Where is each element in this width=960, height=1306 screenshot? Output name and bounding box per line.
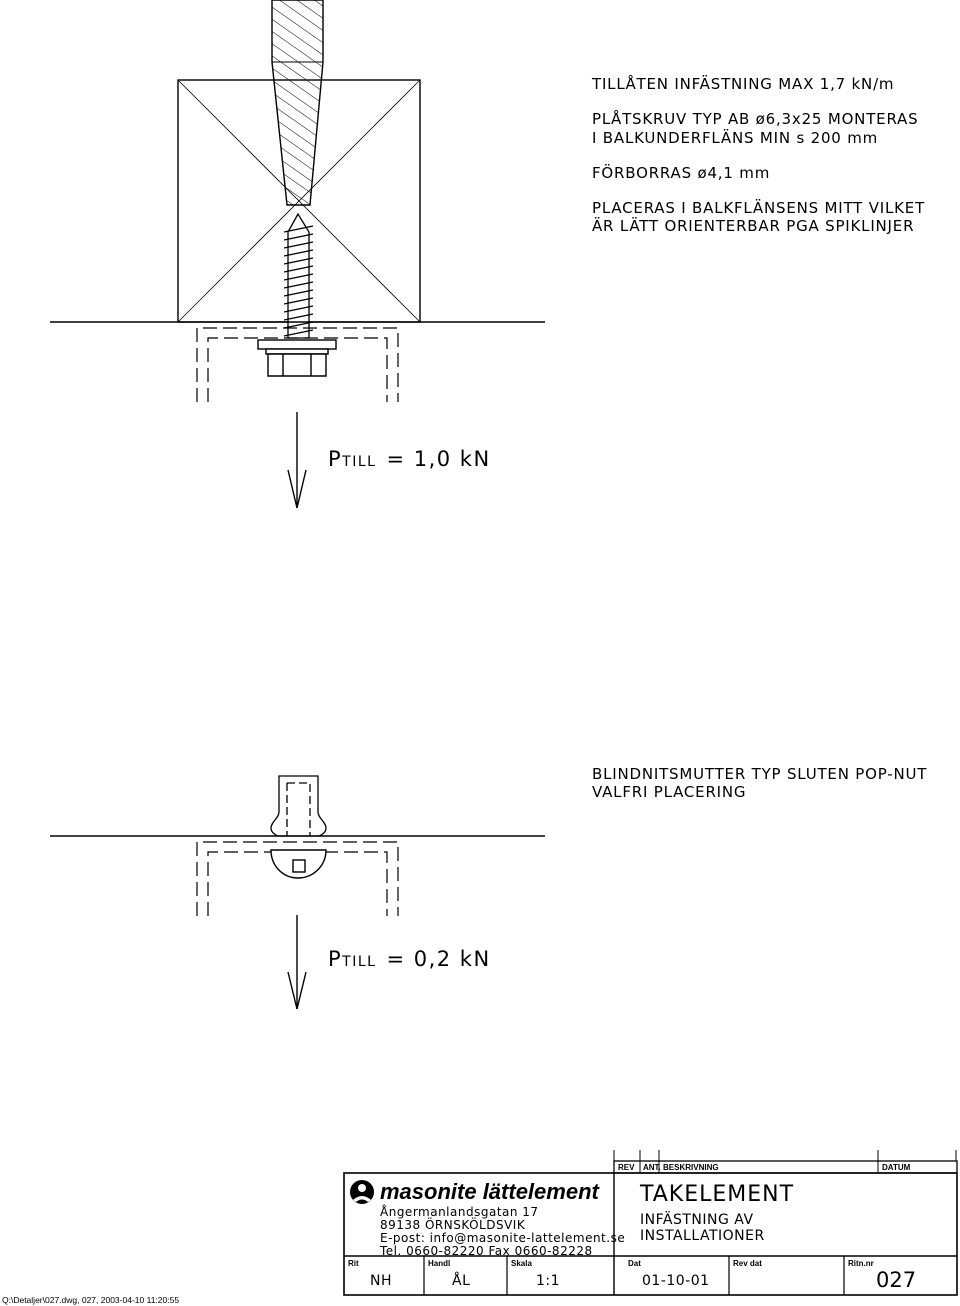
drawing-title: TAKELEMENT	[639, 1182, 794, 1207]
company-address-2: 89138 ÖRNSKÖLDSVIK	[380, 1216, 526, 1232]
steel-profile-upper	[196, 327, 399, 402]
load-arrow-2	[287, 915, 307, 1010]
note-line-1: TILLÅTEN INFÄSTNING MAX 1,7 kN/m	[591, 74, 894, 93]
tb-ritnr-value: 027	[876, 1268, 916, 1292]
tb-rit-value: NH	[370, 1273, 392, 1289]
load-arrow-1	[287, 412, 307, 509]
company-email: E-post: info@masonite-lattelement.se	[380, 1231, 625, 1245]
pop-nut-body	[270, 775, 327, 837]
note-line-6: ÄR LÄTT ORIENTERBAR PGA SPIKLINJER	[592, 216, 914, 235]
company-logo: masonite lättelement	[350, 1179, 601, 1204]
drawing-subtitle-1: INFÄSTNING AV	[640, 1210, 754, 1228]
note2-line-2: VALFRI PLACERING	[592, 783, 746, 801]
note-line-4: FÖRBORRAS ø4,1 mm	[592, 163, 770, 182]
title-block	[343, 1150, 958, 1296]
hex-head	[257, 339, 337, 377]
tb-rev-header: REV	[618, 1163, 635, 1172]
note-line-2: PLÅTSKRUV TYP AB ø6,3x25 MONTERAS	[592, 109, 918, 128]
notes-upper: TILLÅTEN INFÄSTNING MAX 1,7 kN/m PLÅTSKR…	[591, 74, 925, 235]
load-label-2: PTILL= 0,2 kN	[328, 947, 491, 971]
tb-handl-label: Handl	[428, 1259, 450, 1268]
company-address-1: Ångermanlandsgatan 17	[380, 1204, 539, 1219]
tb-skala-label: Skala	[511, 1259, 532, 1268]
screw-shank	[271, 0, 324, 206]
tb-rit-label: Rit	[348, 1259, 359, 1268]
drawing-subtitle-2: INSTALLATIONER	[640, 1228, 765, 1244]
note-line-3: I BALKUNDERFLÄNS MIN s 200 mm	[592, 128, 878, 147]
file-path: Q:\Detaljer\027.dwg, 027, 2003-04-10 11:…	[2, 1295, 179, 1305]
tb-datum-header: DATUM	[882, 1163, 911, 1172]
tb-dat-label: Dat	[628, 1259, 641, 1268]
tb-beskrivning-header: BESKRIVNING	[663, 1163, 719, 1172]
notes-lower: BLINDNITSMUTTER TYP SLUTEN POP-NUT VALFR…	[592, 765, 927, 801]
tb-skala-value: 1:1	[536, 1273, 560, 1289]
tb-ritnr-label: Ritn.nr	[848, 1259, 874, 1268]
pop-nut-head	[270, 849, 327, 879]
company-name: masonite lättelement	[380, 1179, 601, 1204]
tb-handl-value: ÅL	[452, 1272, 470, 1289]
company-phone: Tel. 0660-82220 Fax 0660-82228	[379, 1244, 593, 1258]
load-label-1: PTILL= 1,0 kN	[328, 447, 491, 471]
note2-line-1: BLINDNITSMUTTER TYP SLUTEN POP-NUT	[592, 765, 927, 783]
screw-thread	[283, 212, 314, 339]
tb-revdat-label: Rev dat	[733, 1259, 762, 1268]
tb-dat-value: 01-10-01	[642, 1273, 710, 1289]
tb-ant-header: ANT.	[643, 1163, 661, 1172]
note-line-5: PLACERAS I BALKFLÄNSENS MITT VILKET	[592, 198, 925, 217]
